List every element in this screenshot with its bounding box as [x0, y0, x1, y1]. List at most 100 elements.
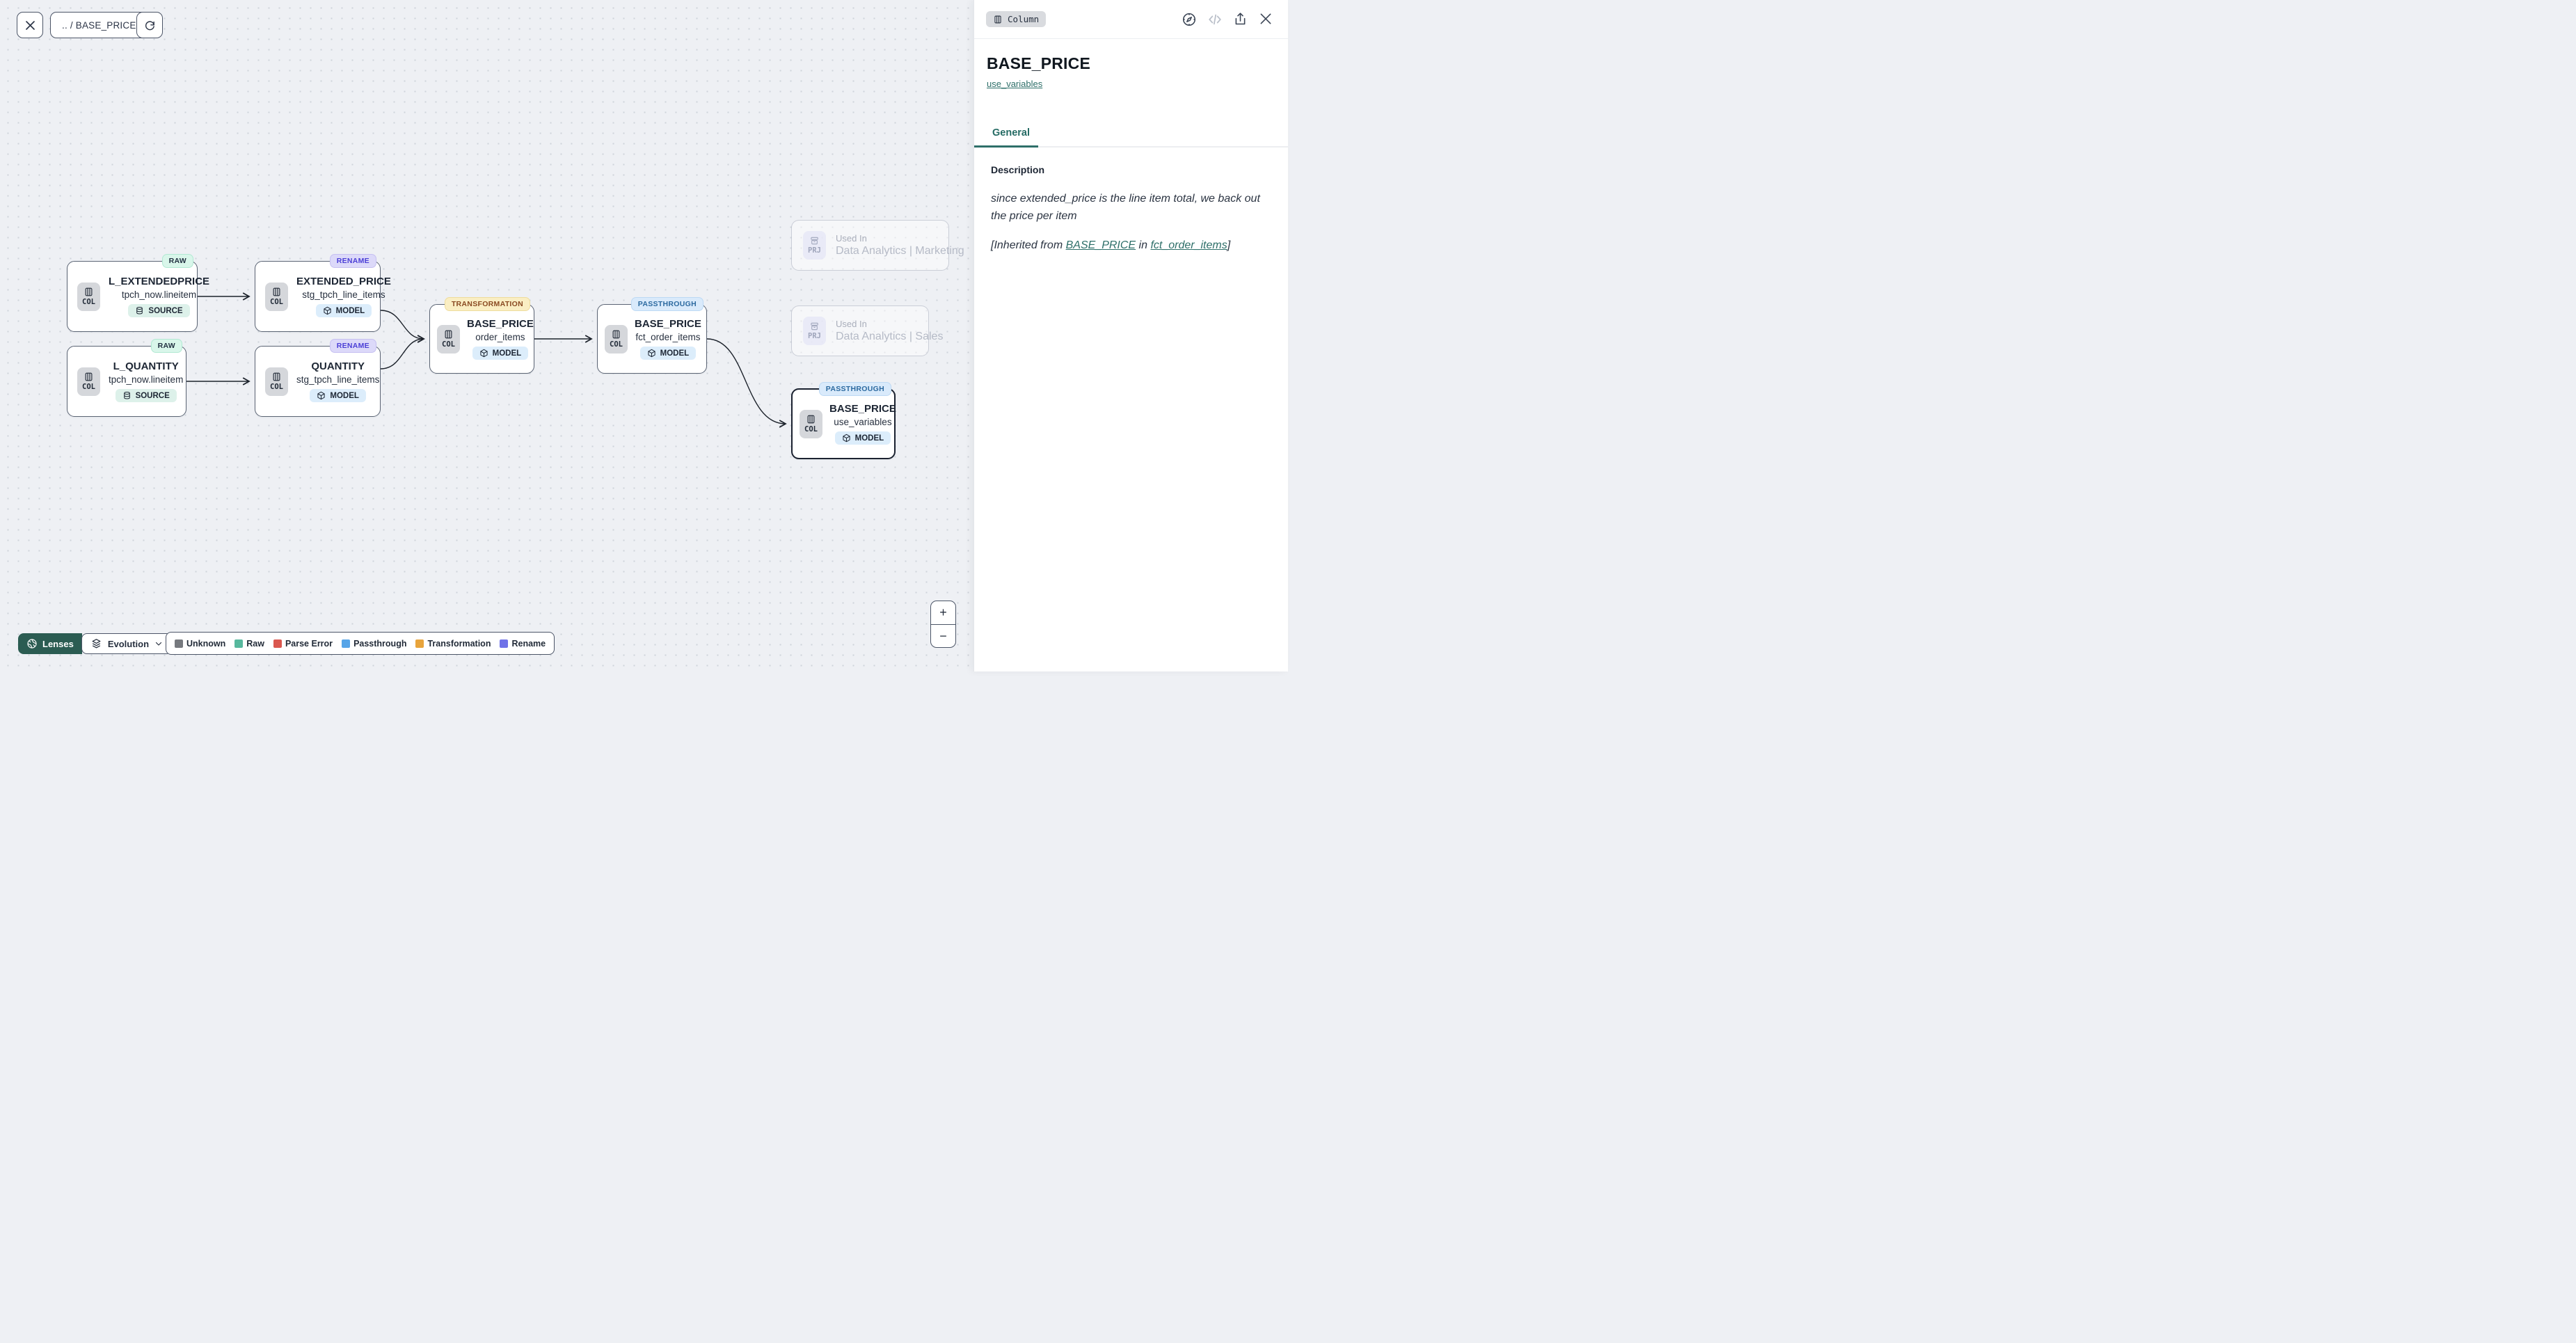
legend-swatch	[273, 639, 282, 648]
panel-title-block: BASE_PRICE use_variables	[974, 39, 1288, 90]
used-in-node[interactable]: PRJ Used In Data Analytics | Marketing	[791, 220, 964, 271]
description-section: Description since extended_price is the …	[974, 148, 1288, 252]
panel-tabs: General	[974, 121, 1288, 148]
node-title: EXTENDED_PRICE	[296, 276, 391, 287]
evolution-badge: RENAME	[329, 339, 376, 353]
model-pill: MODEL	[472, 347, 529, 360]
explore-button[interactable]	[1182, 12, 1197, 27]
node-subtitle: stg_tpch_line_items	[296, 374, 380, 385]
lens-selector[interactable]: Evolution	[81, 633, 173, 654]
legend-swatch	[415, 639, 424, 648]
legend-swatch	[500, 639, 509, 648]
legend-item: Unknown	[175, 639, 225, 649]
close-graph-button[interactable]	[17, 12, 43, 38]
column-chip: COL	[605, 324, 628, 353]
lenses-button[interactable]: Lenses	[18, 633, 82, 654]
column-chip: COL	[437, 324, 460, 353]
inherited-note: [Inherited from BASE_PRICE in fct_order_…	[991, 239, 1231, 251]
node-title: BASE_PRICE	[635, 318, 701, 330]
used-in-label: Used In	[836, 233, 867, 244]
description-text: since extended_price is the line item to…	[991, 193, 1260, 222]
archive-icon	[811, 322, 818, 331]
zoom-in-button[interactable]: +	[939, 605, 947, 619]
lineage-node-quantity[interactable]: RENAME COL QUANTITY stg_tpch_line_items …	[255, 339, 381, 417]
refresh-icon	[145, 20, 154, 30]
legend-item: Passthrough	[342, 639, 406, 649]
node-subtitle: use_variables	[834, 417, 892, 427]
lineage-node-extended-price[interactable]: RENAME COL EXTENDED_PRICE stg_tpch_line_…	[255, 254, 391, 332]
chevron-down-icon	[155, 642, 162, 646]
lineage-node-base-price-order-items[interactable]: TRANSFORMATION COL BASE_PRICE order_item…	[429, 297, 534, 374]
model-pill: MODEL	[315, 304, 372, 317]
zoom-controls: + −	[930, 601, 956, 648]
evolution-badge: RAW	[161, 254, 193, 268]
close-icon	[25, 20, 35, 30]
zoom-out-button[interactable]: −	[931, 624, 955, 647]
column-chip: COL	[77, 282, 100, 311]
column-icon	[612, 330, 620, 339]
breadcrumb[interactable]: .. / BASE_PRICE	[50, 12, 148, 38]
evolution-legend: Unknown Raw Parse Error Passthrough Tran…	[166, 632, 555, 655]
compass-icon	[1182, 13, 1196, 26]
breadcrumb-label: .. / BASE_PRICE	[62, 19, 136, 31]
page-title: BASE_PRICE	[987, 54, 1090, 72]
node-title: L_QUANTITY	[113, 360, 179, 372]
legend-item: Parse Error	[273, 639, 333, 649]
legend-swatch	[175, 639, 183, 648]
lens-selected-label: Evolution	[107, 638, 150, 649]
refresh-button[interactable]	[136, 12, 163, 38]
lineage-node-base-price-use-variables[interactable]: PASSTHROUGH COL BASE_PRICE use_variables…	[791, 382, 896, 459]
evolution-badge: RENAME	[329, 254, 376, 268]
aperture-icon	[27, 639, 37, 649]
node-subtitle: fct_order_items	[635, 332, 701, 342]
panel-actions	[1182, 12, 1274, 27]
project-chip: PRJ	[803, 317, 826, 345]
node-subtitle: tpch_now.lineitem	[109, 374, 184, 385]
layers-icon	[92, 638, 101, 648]
node-subtitle: stg_tpch_line_items	[302, 289, 385, 300]
model-pill: MODEL	[310, 389, 366, 402]
legend-item: Rename	[500, 639, 546, 649]
evolution-badge: PASSTHROUGH	[818, 382, 891, 396]
tab-general[interactable]: General	[974, 121, 1047, 148]
code-icon	[1209, 14, 1221, 24]
database-icon	[136, 306, 143, 315]
entity-type-chip: Column	[986, 11, 1047, 27]
column-icon	[994, 15, 1001, 23]
inherited-column-link[interactable]: BASE_PRICE	[1065, 239, 1136, 251]
close-icon	[1260, 13, 1271, 24]
inherited-model-link[interactable]: fct_order_items	[1150, 239, 1227, 251]
cube-icon	[648, 349, 655, 358]
column-icon	[807, 415, 815, 424]
column-icon	[85, 287, 93, 296]
node-title: BASE_PRICE	[467, 318, 534, 330]
node-title: BASE_PRICE	[829, 403, 896, 415]
model-link[interactable]: use_variables	[987, 79, 1043, 89]
share-icon	[1235, 12, 1246, 24]
cube-icon	[843, 434, 850, 443]
column-icon	[85, 372, 93, 381]
lineage-canvas[interactable]: .. / BASE_PRICE PRJ Used In Data Analyti…	[0, 0, 973, 672]
lineage-node-l-extendedprice[interactable]: RAW COL L_EXTENDEDPRICE tpch_now.lineite…	[67, 254, 209, 332]
node-subtitle: order_items	[475, 332, 525, 342]
node-subtitle: tpch_now.lineitem	[121, 289, 197, 300]
column-icon	[273, 372, 280, 381]
node-title: L_EXTENDEDPRICE	[109, 276, 210, 287]
lineage-node-base-price-fct-order-items[interactable]: PASSTHROUGH COL BASE_PRICE fct_order_ite…	[597, 297, 707, 374]
archive-icon	[811, 237, 818, 245]
used-in-node[interactable]: PRJ Used In Data Analytics | Sales	[791, 305, 943, 356]
code-button[interactable]	[1207, 12, 1223, 27]
column-chip: COL	[77, 367, 100, 396]
lineage-node-l-quantity[interactable]: RAW COL L_QUANTITY tpch_now.lineitem SOU…	[67, 339, 186, 417]
close-panel-button[interactable]	[1259, 12, 1274, 27]
cube-icon	[324, 306, 331, 315]
evolution-badge: TRANSFORMATION	[444, 297, 530, 311]
column-chip: COL	[265, 367, 288, 396]
legend-swatch	[234, 639, 244, 648]
used-in-label: Used In	[836, 319, 867, 329]
legend-swatch	[342, 639, 351, 648]
cube-icon	[480, 349, 488, 358]
database-icon	[123, 391, 130, 399]
lens-bar: Lenses Evolution	[18, 633, 173, 654]
share-button[interactable]	[1233, 12, 1248, 27]
